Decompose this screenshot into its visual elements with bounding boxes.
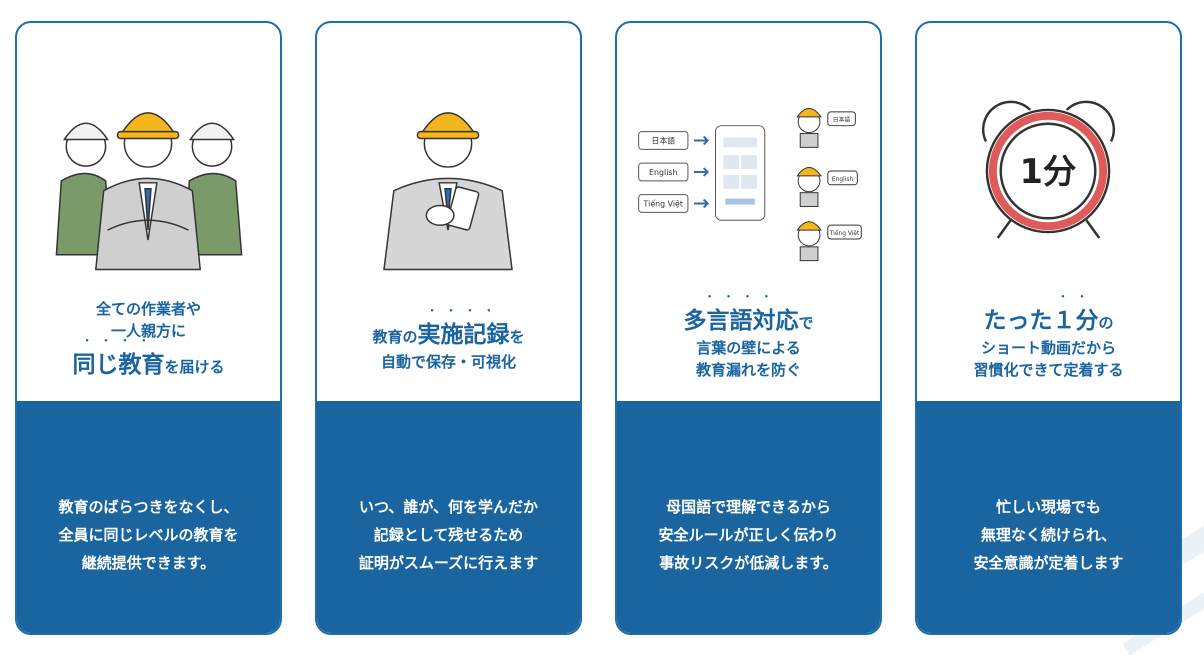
headline-pre: たった bbox=[983, 308, 1053, 334]
headline-post: で bbox=[798, 314, 814, 332]
language-label: Tiếng Việt bbox=[643, 198, 683, 208]
headline-line: 教育漏れを防ぐ bbox=[695, 361, 801, 380]
headline-line: 言葉の壁による bbox=[696, 339, 801, 358]
card-bottom-panel bbox=[617, 401, 880, 633]
description-line: 証明がスムーズに行えます bbox=[358, 554, 539, 572]
headline-post: を bbox=[509, 328, 525, 346]
card-headline: 多言語対応で 言葉の壁による 教育漏れを防ぐ bbox=[617, 292, 880, 382]
description-line: 教育のばらつきをなくし、 bbox=[58, 498, 239, 516]
card-headline: 全ての作業者や 一人親方に 同じ教育を届ける bbox=[17, 299, 280, 382]
description-line: 母国語で理解できるから bbox=[666, 498, 831, 516]
headline-post: の bbox=[1098, 314, 1114, 332]
feature-card-one-minute: 1分 たった１分の ショート動画だから 習慣化できて定着する 忙しい現場でも 無… bbox=[915, 21, 1182, 635]
headline-line: 習慣化できて定着する bbox=[973, 361, 1124, 380]
description-line: 安全ルールが正しく伝わり bbox=[658, 526, 839, 544]
description-line: 全員に同じレベルの教育を bbox=[58, 526, 239, 544]
card-bottom-panel bbox=[917, 401, 1180, 633]
language-label: English bbox=[649, 168, 677, 177]
headline-pre: 教育の bbox=[372, 328, 418, 346]
clock-text: 1分 bbox=[1020, 152, 1077, 191]
headline-emphasis: 実施記録 bbox=[418, 306, 510, 352]
description-line: 継続提供できます。 bbox=[81, 554, 216, 572]
language-label: 日本語 bbox=[651, 135, 675, 145]
card-description: 教育のばらつきをなくし、 全員に同じレベルの教育を 継続提供できます。 bbox=[17, 493, 280, 577]
speech-bubble-label: Tiếng Việt bbox=[829, 230, 860, 237]
alarm-clock-illustration: 1分 bbox=[981, 100, 1116, 239]
card-bottom-panel bbox=[17, 401, 280, 633]
speech-bubble-label: 日本語 bbox=[833, 116, 851, 124]
feature-card-multilingual: 日本語 English Tiếng Việt 日本語 English Tiếng… bbox=[615, 21, 882, 635]
headline-emphasis: １分 bbox=[1052, 292, 1098, 338]
description-line: いつ、誰が、何を学んだか bbox=[358, 498, 539, 516]
arrow-icon bbox=[693, 135, 710, 209]
headline-tail: を届ける bbox=[164, 357, 225, 376]
headline-line: ショート動画だから bbox=[980, 339, 1116, 358]
worker-with-phone-illustration bbox=[383, 112, 513, 271]
feature-card-record: 教育の実施記録を 自動で保存・可視化 いつ、誰が、何を学んだか 記録として残せる… bbox=[315, 21, 582, 635]
card-description: 忙しい現場でも 無理なく続けられ、 安全意識が定着します bbox=[917, 493, 1180, 577]
card-description: いつ、誰が、何を学んだか 記録として残せるため 証明がスムーズに行えます bbox=[317, 493, 580, 577]
description-line: 記録として残せるため bbox=[373, 526, 524, 544]
card-bottom-panel bbox=[317, 401, 580, 633]
headline-line: 全ての作業者や bbox=[95, 300, 201, 318]
card-headline: 教育の実施記録を 自動で保存・可視化 bbox=[317, 306, 580, 374]
card-headline: たった１分の ショート動画だから 習慣化できて定着する bbox=[917, 292, 1180, 382]
workers-group-illustration bbox=[55, 112, 243, 271]
description-line: 無理なく続けられ、 bbox=[980, 526, 1117, 544]
speech-bubble-label: English bbox=[832, 177, 854, 183]
multilingual-diagram-illustration: 日本語 English Tiếng Việt 日本語 English Tiếng… bbox=[638, 82, 862, 262]
card-description: 母国語で理解できるから 安全ルールが正しく伝わり 事故リスクが低減します。 bbox=[617, 493, 880, 577]
headline-emphasis: 同じ教育 bbox=[72, 335, 164, 382]
description-line: 忙しい現場でも bbox=[995, 498, 1101, 516]
feature-card-same-education: 全ての作業者や 一人親方に 同じ教育を届ける 教育のばらつきをなくし、 全員に同… bbox=[15, 21, 282, 635]
description-line: 安全意識が定着します bbox=[973, 554, 1124, 572]
description-line: 事故リスクが低減します。 bbox=[659, 554, 838, 572]
headline-emphasis: 多言語対応 bbox=[683, 292, 798, 338]
headline-line: 自動で保存・可視化 bbox=[380, 353, 516, 372]
